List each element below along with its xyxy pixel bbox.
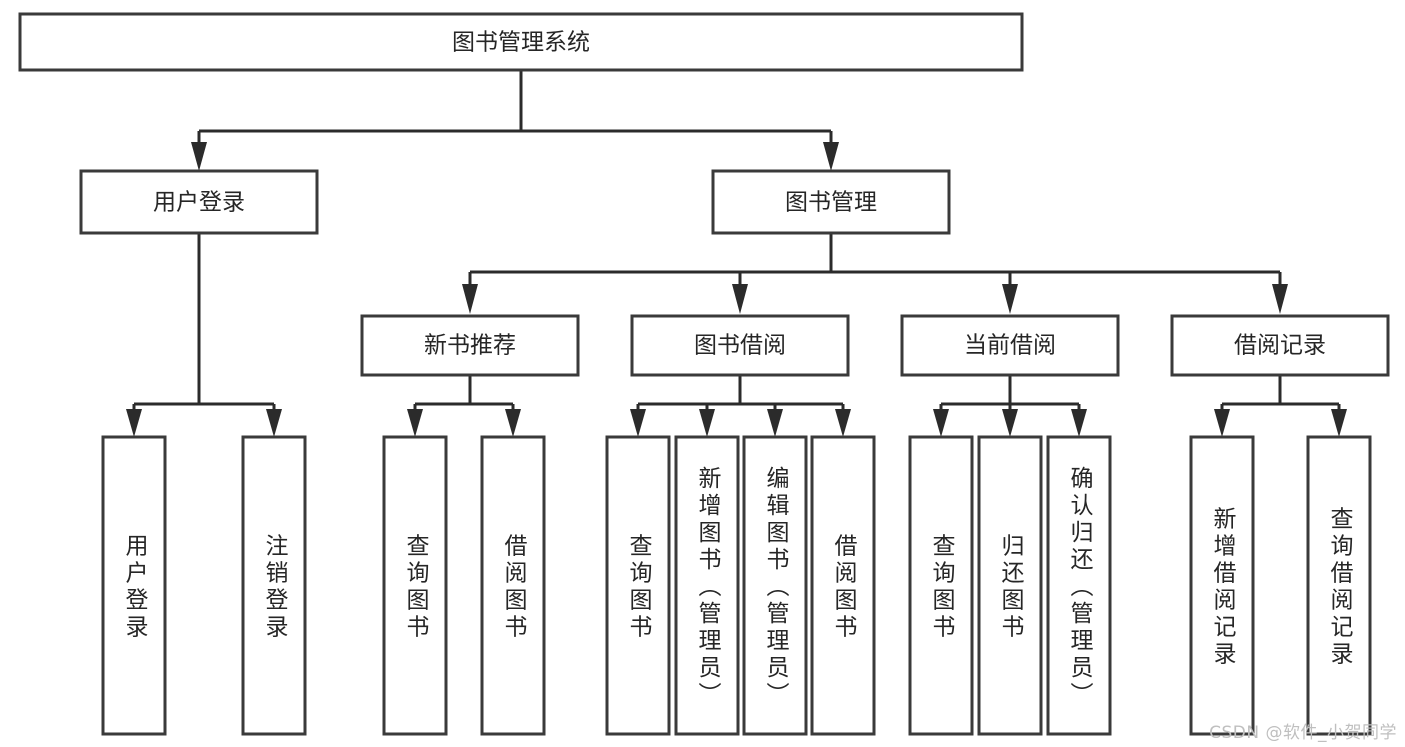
leaf-label: 确认归还（管理员）	[1066, 466, 1094, 705]
leaf-book-borrow-3[interactable]: 编辑图书（管理员）	[742, 435, 808, 736]
leaf-box[interactable]	[605, 435, 671, 736]
user-login-label: 用户登录	[153, 190, 245, 216]
leaf-book-borrow-1[interactable]: 查询图书	[605, 435, 671, 736]
arrow-to-current-borrow	[1002, 284, 1018, 314]
leaf-user-login-2[interactable]: 注销登录	[241, 435, 307, 736]
leaf-box[interactable]	[742, 435, 808, 736]
arrow-to-book-manage	[823, 142, 839, 171]
arrow-to-user-login	[191, 142, 207, 171]
node-book-borrow[interactable]: 图书借阅	[630, 314, 850, 377]
connector-layer	[126, 70, 1347, 437]
leaf-current-borrow-1[interactable]: 查询图书	[908, 435, 974, 736]
book-manage-box[interactable]	[711, 169, 951, 235]
leaf-box[interactable]	[1306, 435, 1372, 736]
borrow-record-box[interactable]	[1170, 314, 1390, 377]
leaf-label: 借阅图书	[500, 534, 528, 638]
arrow-book-borrow-leaf-1	[630, 409, 646, 437]
leaf-borrow-record-1[interactable]: 新增借阅记录	[1189, 435, 1255, 736]
leaf-box[interactable]	[101, 435, 167, 736]
node-book-manage[interactable]: 图书管理	[711, 169, 951, 235]
leaf-book-borrow-4[interactable]: 借阅图书	[810, 435, 876, 736]
leaf-label: 借阅图书	[830, 534, 858, 638]
leaf-new-book-1[interactable]: 查询图书	[382, 435, 448, 736]
current-borrow-label: 当前借阅	[964, 333, 1056, 359]
leaf-box[interactable]	[977, 435, 1043, 736]
leaf-user-login-1[interactable]: 用户登录	[101, 435, 167, 736]
arrow-new-book-leaf-2	[505, 409, 521, 437]
node-new-book-recommend[interactable]: 新书推荐	[360, 314, 580, 377]
leaf-box[interactable]	[382, 435, 448, 736]
arrow-borrow-record-leaf-1	[1214, 409, 1230, 437]
new-book-recommend-label: 新书推荐	[424, 333, 516, 359]
leaf-box[interactable]	[674, 435, 740, 736]
arrow-to-borrow-record	[1272, 284, 1288, 314]
leaf-label: 编辑图书（管理员）	[762, 466, 790, 705]
arrow-current-borrow-leaf-1	[933, 409, 949, 437]
leaf-current-borrow-3[interactable]: 确认归还（管理员）	[1046, 435, 1112, 736]
arrow-borrow-record-leaf-2	[1331, 409, 1347, 437]
arrow-book-borrow-leaf-2	[699, 409, 715, 437]
leaf-label: 新增图书（管理员）	[694, 466, 722, 705]
leaf-box[interactable]	[1189, 435, 1255, 736]
leaf-label: 查询图书	[928, 534, 956, 638]
leaf-label: 新增借阅记录	[1209, 507, 1237, 665]
arrow-book-borrow-leaf-3	[767, 409, 783, 437]
book-borrow-box[interactable]	[630, 314, 850, 377]
node-root-system[interactable]: 图书管理系统	[18, 12, 1024, 72]
leaf-box[interactable]	[810, 435, 876, 736]
arrow-to-new-book	[462, 284, 478, 314]
arrow-new-book-leaf-1	[407, 409, 423, 437]
root-box[interactable]	[18, 12, 1024, 72]
leaf-label: 查询图书	[625, 534, 653, 638]
leaf-box[interactable]	[1046, 435, 1112, 736]
arrow-to-book-borrow	[732, 284, 748, 314]
leaf-box[interactable]	[480, 435, 546, 736]
leaf-current-borrow-2[interactable]: 归还图书	[977, 435, 1043, 736]
book-manage-label: 图书管理	[785, 190, 877, 216]
leaf-label: 注销登录	[261, 534, 289, 638]
node-borrow-record[interactable]: 借阅记录	[1170, 314, 1390, 377]
leaf-box[interactable]	[241, 435, 307, 736]
leaf-label: 查询图书	[402, 534, 430, 638]
leaf-label: 查询借阅记录	[1326, 507, 1354, 665]
current-borrow-box[interactable]	[900, 314, 1120, 377]
leaf-new-book-2[interactable]: 借阅图书	[480, 435, 546, 736]
node-current-borrow[interactable]: 当前借阅	[900, 314, 1120, 377]
book-borrow-label: 图书借阅	[694, 333, 786, 359]
leaf-borrow-record-2[interactable]: 查询借阅记录	[1306, 435, 1372, 736]
leaf-label: 用户登录	[121, 534, 149, 638]
node-user-login[interactable]: 用户登录	[79, 169, 319, 235]
leaf-label: 归还图书	[997, 534, 1025, 638]
arrow-book-borrow-leaf-4	[835, 409, 851, 437]
leaf-book-borrow-2[interactable]: 新增图书（管理员）	[674, 435, 740, 736]
arrow-current-borrow-leaf-3	[1071, 409, 1087, 437]
root-label: 图书管理系统	[452, 30, 590, 56]
user-login-box[interactable]	[79, 169, 319, 235]
new-book-recommend-box[interactable]	[360, 314, 580, 377]
borrow-record-label: 借阅记录	[1234, 333, 1326, 359]
arrow-user-login-leaf-1	[126, 409, 142, 437]
arrow-user-login-leaf-2	[266, 409, 282, 437]
leaf-box[interactable]	[908, 435, 974, 736]
arrow-current-borrow-leaf-2	[1002, 409, 1018, 437]
